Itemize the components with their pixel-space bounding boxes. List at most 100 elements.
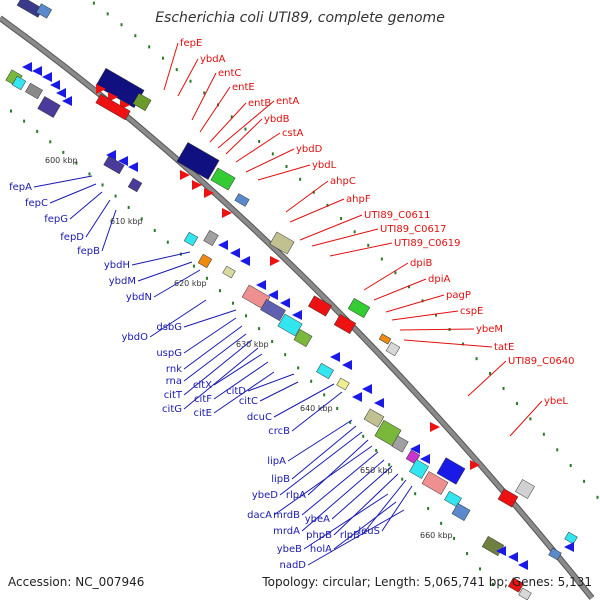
- track-dot: [271, 152, 274, 156]
- track-dot: [285, 165, 288, 169]
- feature-block: [234, 193, 250, 207]
- track-dot: [349, 420, 352, 424]
- track-dot: [414, 492, 417, 496]
- gene-arrow: [106, 150, 116, 160]
- leader-line: [279, 431, 363, 496]
- track-dot: [440, 521, 443, 525]
- track-dot: [401, 477, 404, 481]
- leader-line: [177, 58, 199, 97]
- feature-block: [127, 177, 143, 193]
- gene-arrow: [270, 256, 280, 266]
- kbp-tick-label: 650 kbp: [360, 466, 393, 475]
- track-dot: [375, 448, 378, 452]
- track-dot: [353, 230, 356, 234]
- feature-block: [363, 408, 385, 428]
- track-dot: [466, 552, 469, 556]
- feature-block: [347, 297, 371, 319]
- track-dot: [491, 582, 494, 586]
- track-dot: [203, 91, 206, 95]
- leader-line: [183, 317, 237, 354]
- feature-block: [391, 435, 409, 453]
- track-dot: [92, 1, 95, 5]
- reverse-gene-label: fepA: [9, 182, 32, 193]
- leader-line: [301, 451, 379, 516]
- gene-arrow: [128, 162, 138, 172]
- reverse-gene-label: mrdA: [273, 526, 300, 537]
- feature-block: [436, 457, 466, 485]
- leader-line: [183, 309, 237, 328]
- gene-arrow: [280, 298, 290, 308]
- kbp-tick-label: 660 kbp: [420, 531, 453, 540]
- feature-block: [336, 377, 350, 391]
- leader-line: [183, 347, 259, 410]
- forward-gene-label: cspE: [460, 306, 483, 317]
- leader-line: [301, 459, 385, 532]
- track-dot: [596, 495, 599, 499]
- leader-line: [131, 251, 191, 266]
- track-dot: [166, 240, 169, 244]
- feature-block: [260, 298, 286, 322]
- forward-gene-label: ahpC: [330, 176, 356, 187]
- feature-block: [11, 75, 27, 91]
- gene-arrow: [420, 454, 430, 464]
- leader-line: [199, 86, 231, 133]
- leader-line: [213, 361, 269, 400]
- leader-line: [285, 180, 329, 213]
- track-dot: [232, 301, 235, 305]
- track-dot: [153, 228, 156, 232]
- leader-line: [333, 501, 397, 550]
- feature-block: [507, 577, 525, 593]
- track-dot: [127, 205, 130, 209]
- feature-block: [37, 96, 61, 118]
- leader-line: [217, 100, 275, 149]
- track-dot: [10, 109, 13, 113]
- forward-gene-label: UTI89_C0611: [364, 210, 431, 221]
- reverse-gene-label: ybdM: [109, 276, 136, 287]
- leader-line: [213, 353, 263, 386]
- forward-gene-label: entE: [232, 82, 255, 93]
- gene-arrow: [430, 422, 440, 432]
- reverse-gene-label: leuS: [358, 526, 380, 537]
- forward-gene-label: cstA: [282, 128, 304, 139]
- track-dot: [583, 479, 586, 483]
- feature-block: [564, 531, 578, 545]
- leader-line: [381, 485, 413, 532]
- track-dot: [62, 150, 65, 154]
- feature-block: [183, 231, 199, 247]
- accession-text: Accession: NC_007946: [8, 575, 145, 589]
- leader-line: [399, 328, 475, 331]
- leader-line: [467, 360, 507, 397]
- feature-block: [444, 490, 462, 508]
- leader-line: [247, 373, 295, 392]
- reverse-gene-label: dcuC: [247, 412, 272, 423]
- leader-line: [183, 339, 253, 396]
- track-dot: [192, 264, 195, 268]
- forward-gene-label: ybdL: [312, 160, 337, 171]
- track-dot: [271, 340, 274, 344]
- leader-line: [137, 261, 193, 282]
- reverse-gene-label: rlpA: [286, 490, 306, 501]
- leader-line: [361, 479, 407, 536]
- reverse-gene-label: citX: [193, 380, 212, 391]
- forward-gene-label: ybdA: [200, 54, 226, 65]
- gene-arrow: [204, 188, 214, 198]
- gene-arrow: [564, 542, 574, 552]
- leader-line: [235, 132, 281, 163]
- gene-arrow: [292, 310, 302, 320]
- track-dot: [49, 140, 52, 144]
- track-dot: [388, 463, 391, 467]
- leader-line: [331, 465, 393, 520]
- gene-arrow: [180, 170, 190, 180]
- forward-gene-label: tatE: [494, 342, 514, 353]
- feature-block: [385, 341, 401, 357]
- track-dot: [367, 243, 370, 247]
- track-dot: [258, 327, 261, 331]
- gene-arrow: [508, 552, 518, 562]
- track-dot: [299, 177, 302, 181]
- feature-block: [307, 295, 333, 317]
- leader-line: [391, 310, 459, 321]
- track-dot: [218, 289, 221, 293]
- track-dot: [502, 386, 505, 390]
- gene-arrow: [410, 444, 420, 454]
